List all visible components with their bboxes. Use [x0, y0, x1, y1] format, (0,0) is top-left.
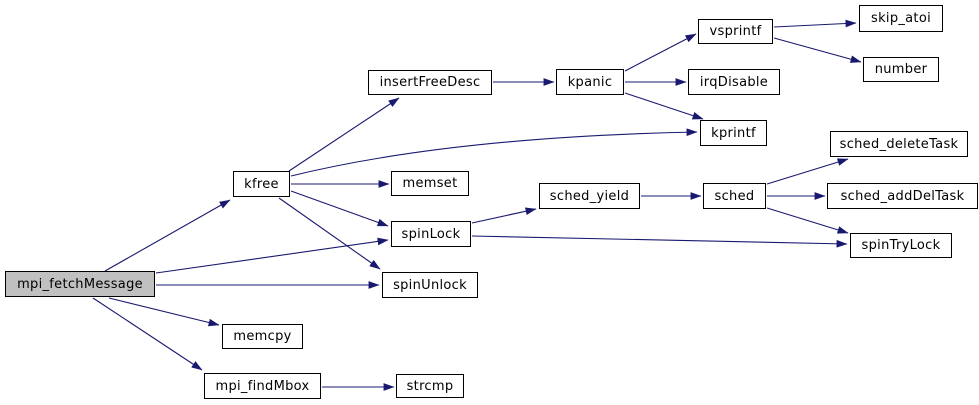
node-number[interactable]: number [863, 57, 939, 82]
node-memset[interactable]: memset [391, 171, 469, 196]
node-sched[interactable]: sched [703, 183, 766, 209]
edge-kfree-to-kprintf [290, 128, 698, 177]
edge-mpi_fetchMessage-to-memcpy [108, 297, 220, 327]
node-spinUnlock[interactable]: spinUnlock [382, 272, 478, 298]
node-kpanic[interactable]: kpanic [556, 69, 624, 95]
edge-spinLock-to-sched_yield [471, 207, 537, 224]
node-mpi_fetchMessage[interactable]: mpi_fetchMessage [5, 271, 155, 297]
node-spinLock[interactable]: spinLock [391, 221, 471, 247]
edge-kpanic-to-vsprintf [624, 33, 697, 72]
node-strcmp[interactable]: strcmp [396, 374, 464, 398]
edge-spinLock-to-spinTryLock [471, 235, 848, 248]
edge-mpi_fetchMessage-to-mpi_findMbox [92, 297, 203, 371]
edge-vsprintf-to-skip_atoi [773, 19, 857, 28]
node-skip_atoi[interactable]: skip_atoi [859, 5, 943, 32]
node-insertFreeDesc[interactable]: insertFreeDesc [368, 70, 492, 95]
node-mpi_findMbox[interactable]: mpi_findMbox [204, 373, 321, 399]
node-memcpy[interactable]: memcpy [222, 324, 303, 349]
edge-mpi_fetchMessage-to-spinLock [155, 237, 389, 274]
node-irqDisable[interactable]: irqDisable [688, 69, 780, 95]
edge-kfree-to-spinUnlock [278, 197, 381, 270]
edge-sched-to-spinTryLock [766, 207, 849, 234]
edge-sched-to-sched_deleteTask [766, 158, 849, 185]
edge-mpi_fetchMessage-to-kfree [104, 199, 231, 272]
edge-kpanic-to-kprintf [624, 92, 704, 120]
node-sched_addDelTask[interactable]: sched_addDelTask [827, 183, 978, 209]
node-vsprintf[interactable]: vsprintf [698, 19, 773, 44]
edge-vsprintf-to-number [773, 37, 862, 63]
node-kfree[interactable]: kfree [233, 171, 290, 197]
node-sched_yield[interactable]: sched_yield [539, 183, 640, 209]
edge-kfree-to-insertFreeDesc [288, 97, 400, 172]
node-sched_deleteTask[interactable]: sched_deleteTask [830, 131, 968, 157]
edge-kfree-to-spinLock [290, 190, 389, 227]
node-spinTryLock[interactable]: spinTryLock [850, 233, 952, 258]
node-kprintf[interactable]: kprintf [700, 120, 767, 146]
